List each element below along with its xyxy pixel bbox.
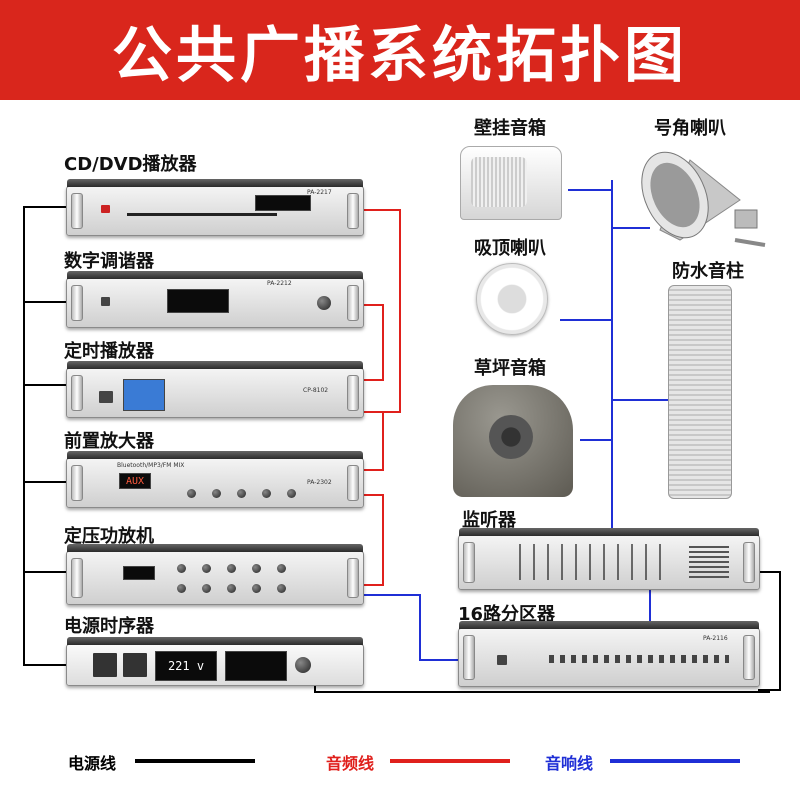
speaker-grille bbox=[489, 415, 533, 459]
legend-power-label: 电源线 bbox=[68, 754, 117, 773]
monitor-unit bbox=[458, 528, 760, 590]
rack-ear bbox=[347, 375, 359, 411]
knob bbox=[227, 584, 236, 593]
audio-wire-preamp bbox=[362, 494, 384, 586]
label-monitor: 监听器 bbox=[462, 510, 516, 531]
legend-power-line bbox=[135, 759, 255, 763]
sequencer-switches bbox=[225, 651, 287, 681]
rack-ear bbox=[463, 542, 475, 583]
channel-faders bbox=[519, 544, 669, 580]
knob bbox=[202, 564, 211, 573]
knob bbox=[262, 489, 271, 498]
power-amplifier bbox=[66, 544, 364, 605]
audio-wires bbox=[362, 209, 401, 586]
legend-speaker-label: 音响线 bbox=[545, 754, 594, 773]
rack-ear bbox=[347, 558, 359, 598]
audio-wire-cd bbox=[362, 209, 401, 413]
power-button bbox=[101, 297, 110, 306]
preamp-bt-text: Bluetooth/MP3/FM MIX bbox=[117, 462, 185, 469]
power-wire-monitor bbox=[758, 571, 781, 691]
wall-speaker bbox=[460, 146, 562, 220]
cd-dvd-player: PA-2217 bbox=[66, 179, 364, 236]
knob bbox=[177, 564, 186, 573]
rack-ear bbox=[347, 285, 359, 321]
label-ceiling-speaker: 吸顶喇叭 bbox=[474, 238, 546, 259]
label-amplifier: 定压功放机 bbox=[64, 526, 154, 547]
tuner-model: PA-2212 bbox=[267, 280, 292, 287]
digital-tuner: PA-2212 bbox=[66, 271, 364, 328]
column-speaker bbox=[668, 285, 732, 499]
legend-audio-line bbox=[390, 759, 510, 763]
title-banner: 公共广播系统拓扑图 bbox=[0, 0, 800, 100]
tuner-display bbox=[167, 289, 229, 313]
timer-screen bbox=[123, 379, 165, 411]
zone-buttons bbox=[549, 655, 729, 663]
monitor-grille bbox=[689, 546, 729, 578]
power-sequencer: 221 v bbox=[66, 637, 364, 686]
sequencer-display: 221 v bbox=[155, 651, 217, 681]
ceiling-speaker bbox=[476, 263, 548, 335]
knob bbox=[212, 489, 221, 498]
timer-player: CP-8102 bbox=[66, 361, 364, 418]
label-lawn-speaker: 草坪音箱 bbox=[474, 358, 546, 379]
label-wall-speaker: 壁挂音箱 bbox=[474, 118, 546, 139]
amp-display bbox=[123, 566, 155, 580]
label-cd-dvd: CD/DVD播放器 bbox=[64, 154, 197, 175]
label-zoner: 16路分区器 bbox=[458, 604, 556, 625]
horn-speaker bbox=[641, 151, 766, 247]
knob bbox=[277, 564, 286, 573]
knob bbox=[177, 584, 186, 593]
tuning-knob bbox=[317, 296, 331, 310]
zoner-model: PA-2116 bbox=[703, 635, 728, 642]
power-socket bbox=[123, 653, 147, 677]
power-button bbox=[101, 205, 110, 213]
rack-ear bbox=[71, 285, 83, 321]
power-button bbox=[497, 655, 507, 665]
knob bbox=[227, 564, 236, 573]
knob bbox=[277, 584, 286, 593]
master-knob bbox=[295, 657, 311, 673]
rack-ear bbox=[743, 542, 755, 583]
cd-model: PA-2217 bbox=[307, 189, 332, 196]
label-sequencer: 电源时序器 bbox=[64, 616, 154, 637]
pre-amplifier: Bluetooth/MP3/FM MIX AUX PA-2302 bbox=[66, 451, 364, 508]
knob bbox=[252, 564, 261, 573]
rack-ear bbox=[71, 465, 83, 501]
knob bbox=[187, 489, 196, 498]
rack-ear bbox=[71, 558, 83, 598]
knob bbox=[237, 489, 246, 498]
preamp-model: PA-2302 bbox=[307, 479, 332, 486]
speaker-grille bbox=[471, 157, 527, 207]
rack-ear bbox=[463, 635, 475, 680]
rack-ear bbox=[71, 193, 83, 229]
label-timer: 定时播放器 bbox=[64, 341, 154, 362]
disc-tray bbox=[127, 213, 277, 216]
speaker-wire-amp bbox=[362, 594, 458, 661]
rack-ear bbox=[743, 635, 755, 680]
timer-model: CP-8102 bbox=[303, 387, 329, 394]
rack-ear bbox=[347, 465, 359, 501]
rack-ear bbox=[347, 193, 359, 229]
cd-display bbox=[255, 195, 311, 211]
zone-selector: PA-2116 bbox=[458, 621, 760, 687]
legend-audio-label: 音频线 bbox=[326, 754, 375, 773]
power-socket bbox=[93, 653, 117, 677]
audio-wire-tuner bbox=[362, 304, 384, 381]
label-horn-speaker: 号角喇叭 bbox=[654, 118, 726, 139]
power-wire-left bbox=[23, 206, 66, 666]
label-column-speaker: 防水音柱 bbox=[672, 261, 744, 282]
knob bbox=[252, 584, 261, 593]
preamp-display: AUX bbox=[119, 473, 151, 489]
audio-wire-timer bbox=[362, 411, 384, 471]
knob bbox=[287, 489, 296, 498]
label-preamp: 前置放大器 bbox=[64, 431, 154, 452]
knob bbox=[202, 584, 211, 593]
legend-speaker-line bbox=[610, 759, 740, 763]
lawn-speaker bbox=[453, 385, 573, 497]
rack-ear bbox=[71, 375, 83, 411]
page-title: 公共广播系统拓扑图 bbox=[112, 20, 688, 91]
label-tuner: 数字调谐器 bbox=[64, 251, 154, 272]
power-button bbox=[99, 391, 113, 403]
